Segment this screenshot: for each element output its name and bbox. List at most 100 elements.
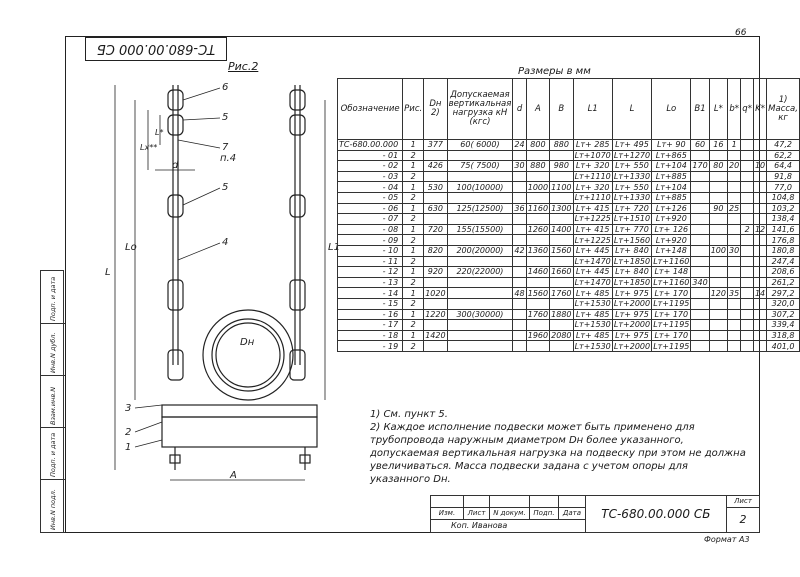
table-cell: Lт+2000	[611, 319, 653, 331]
table-cell: 880	[525, 160, 551, 172]
table-cell: Lт+ 320	[572, 181, 613, 193]
table-cell	[752, 319, 768, 331]
table-cell	[512, 329, 527, 342]
table-cell: 2	[402, 149, 425, 162]
table-cell: 1400	[549, 223, 574, 236]
table-cell	[423, 297, 448, 310]
table-cell: 1	[726, 139, 742, 151]
table-cell	[525, 170, 551, 183]
spec-header-1: Рис.	[402, 78, 425, 140]
table-cell	[690, 308, 710, 321]
side-stamp-1: Подп. и дата	[49, 276, 57, 321]
table-cell	[752, 170, 768, 183]
table-cell	[446, 149, 514, 162]
dim-Lo: Lo	[125, 242, 137, 253]
table-cell: 48	[512, 287, 527, 299]
table-cell	[549, 276, 574, 289]
table-cell: 1	[402, 266, 425, 278]
title-doc-number: ТС-680.00.000 СБ	[584, 495, 728, 533]
table-cell	[423, 276, 448, 289]
table-cell	[512, 191, 527, 204]
spec-header-13: q*	[740, 78, 754, 140]
table-cell	[525, 340, 551, 352]
table-cell: Lт+ 550	[611, 160, 653, 172]
table-cell	[708, 213, 728, 225]
table-cell	[726, 276, 742, 289]
table-cell: Lт+1270	[611, 149, 653, 162]
table-cell: - 19	[336, 340, 404, 352]
table-cell	[525, 213, 551, 225]
table-cell: Lт+1850	[611, 276, 653, 289]
table-cell: Lт+ 840	[611, 244, 653, 257]
dim-L1: L1	[328, 242, 340, 253]
table-cell: 1000	[525, 181, 551, 193]
table-cell	[423, 213, 448, 225]
table-cell	[752, 297, 768, 310]
table-cell	[726, 149, 742, 162]
table-cell	[512, 276, 527, 289]
table-cell	[740, 160, 754, 172]
spec-header-0: Обозначение	[336, 78, 404, 140]
table-cell	[726, 213, 742, 225]
table-cell: 2	[402, 255, 425, 268]
stamp-col-podp: Подп.	[528, 506, 560, 520]
side-stamp-3: Взам.инв.N	[49, 386, 57, 425]
table-cell	[708, 149, 728, 162]
table-cell: 60( 6000)	[446, 139, 514, 151]
table-cell: 2	[402, 213, 425, 225]
table-cell	[752, 181, 768, 193]
table-cell: 1560	[549, 244, 574, 257]
table-cell	[446, 340, 514, 352]
table-cell	[423, 255, 448, 268]
stamp-col-izm: Изм.	[430, 506, 464, 520]
table-cell: 80	[708, 160, 728, 172]
table-cell: 2	[402, 297, 425, 310]
table-cell	[740, 139, 754, 151]
table-cell	[690, 213, 710, 225]
format-label: Формат А3	[704, 535, 750, 544]
table-cell: Lт+ 415	[572, 223, 613, 236]
table-cell	[708, 297, 728, 310]
table-cell	[512, 223, 527, 236]
table-cell	[752, 340, 768, 352]
table-cell: Lт+1110	[572, 191, 613, 204]
table-cell	[690, 319, 710, 331]
table-cell	[512, 170, 527, 183]
table-cell: Lт+ 840	[611, 266, 653, 278]
table-cell	[446, 276, 514, 289]
table-cell: 20	[726, 160, 742, 172]
table-cell	[549, 149, 574, 162]
dim-Ld: L*	[155, 128, 163, 137]
table-cell: 36	[512, 202, 527, 215]
table-cell: 125(12500)	[446, 202, 514, 215]
table-cell: 2	[402, 319, 425, 331]
table-cell	[726, 170, 742, 183]
table-cell: Lт+1195	[651, 319, 692, 331]
table-cell	[752, 213, 768, 225]
table-cell: - 04	[336, 181, 404, 193]
table-cell: 300(30000)	[446, 308, 514, 321]
callout-6: 6	[222, 82, 228, 93]
table-cell	[512, 297, 527, 310]
figure-label: Рис.2	[228, 60, 259, 73]
table-cell	[708, 308, 728, 321]
table-cell	[512, 266, 527, 278]
table-cell: - 05	[336, 191, 404, 204]
table-cell	[446, 213, 514, 225]
side-stamp-2: Инв.N дубл.	[49, 332, 57, 373]
table-cell: Lт+1850	[611, 255, 653, 268]
sheet-number: 2	[726, 506, 760, 534]
table-cell: 1	[402, 287, 425, 299]
table-cell	[512, 149, 527, 162]
table-cell: 1360	[525, 244, 551, 257]
